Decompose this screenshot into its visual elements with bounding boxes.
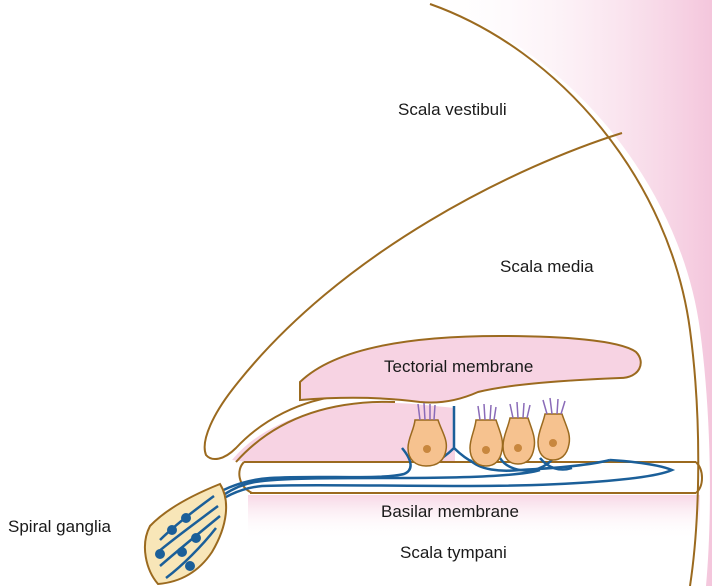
- label-basilar-membrane: Basilar membrane: [381, 502, 519, 521]
- label-scala-media: Scala media: [500, 257, 594, 276]
- label-scala-tympani: Scala tympani: [400, 543, 507, 562]
- outer-hair-cell-2: [503, 402, 535, 464]
- label-tectorial-membrane: Tectorial membrane: [384, 357, 533, 376]
- outer-hair-cell-3: [538, 398, 569, 460]
- outer-hair-cell-1: [470, 404, 503, 466]
- label-spiral-ganglia: Spiral ganglia: [8, 517, 112, 536]
- spiral-ganglion: [145, 484, 226, 584]
- label-scala-vestibuli: Scala vestibuli: [398, 100, 507, 119]
